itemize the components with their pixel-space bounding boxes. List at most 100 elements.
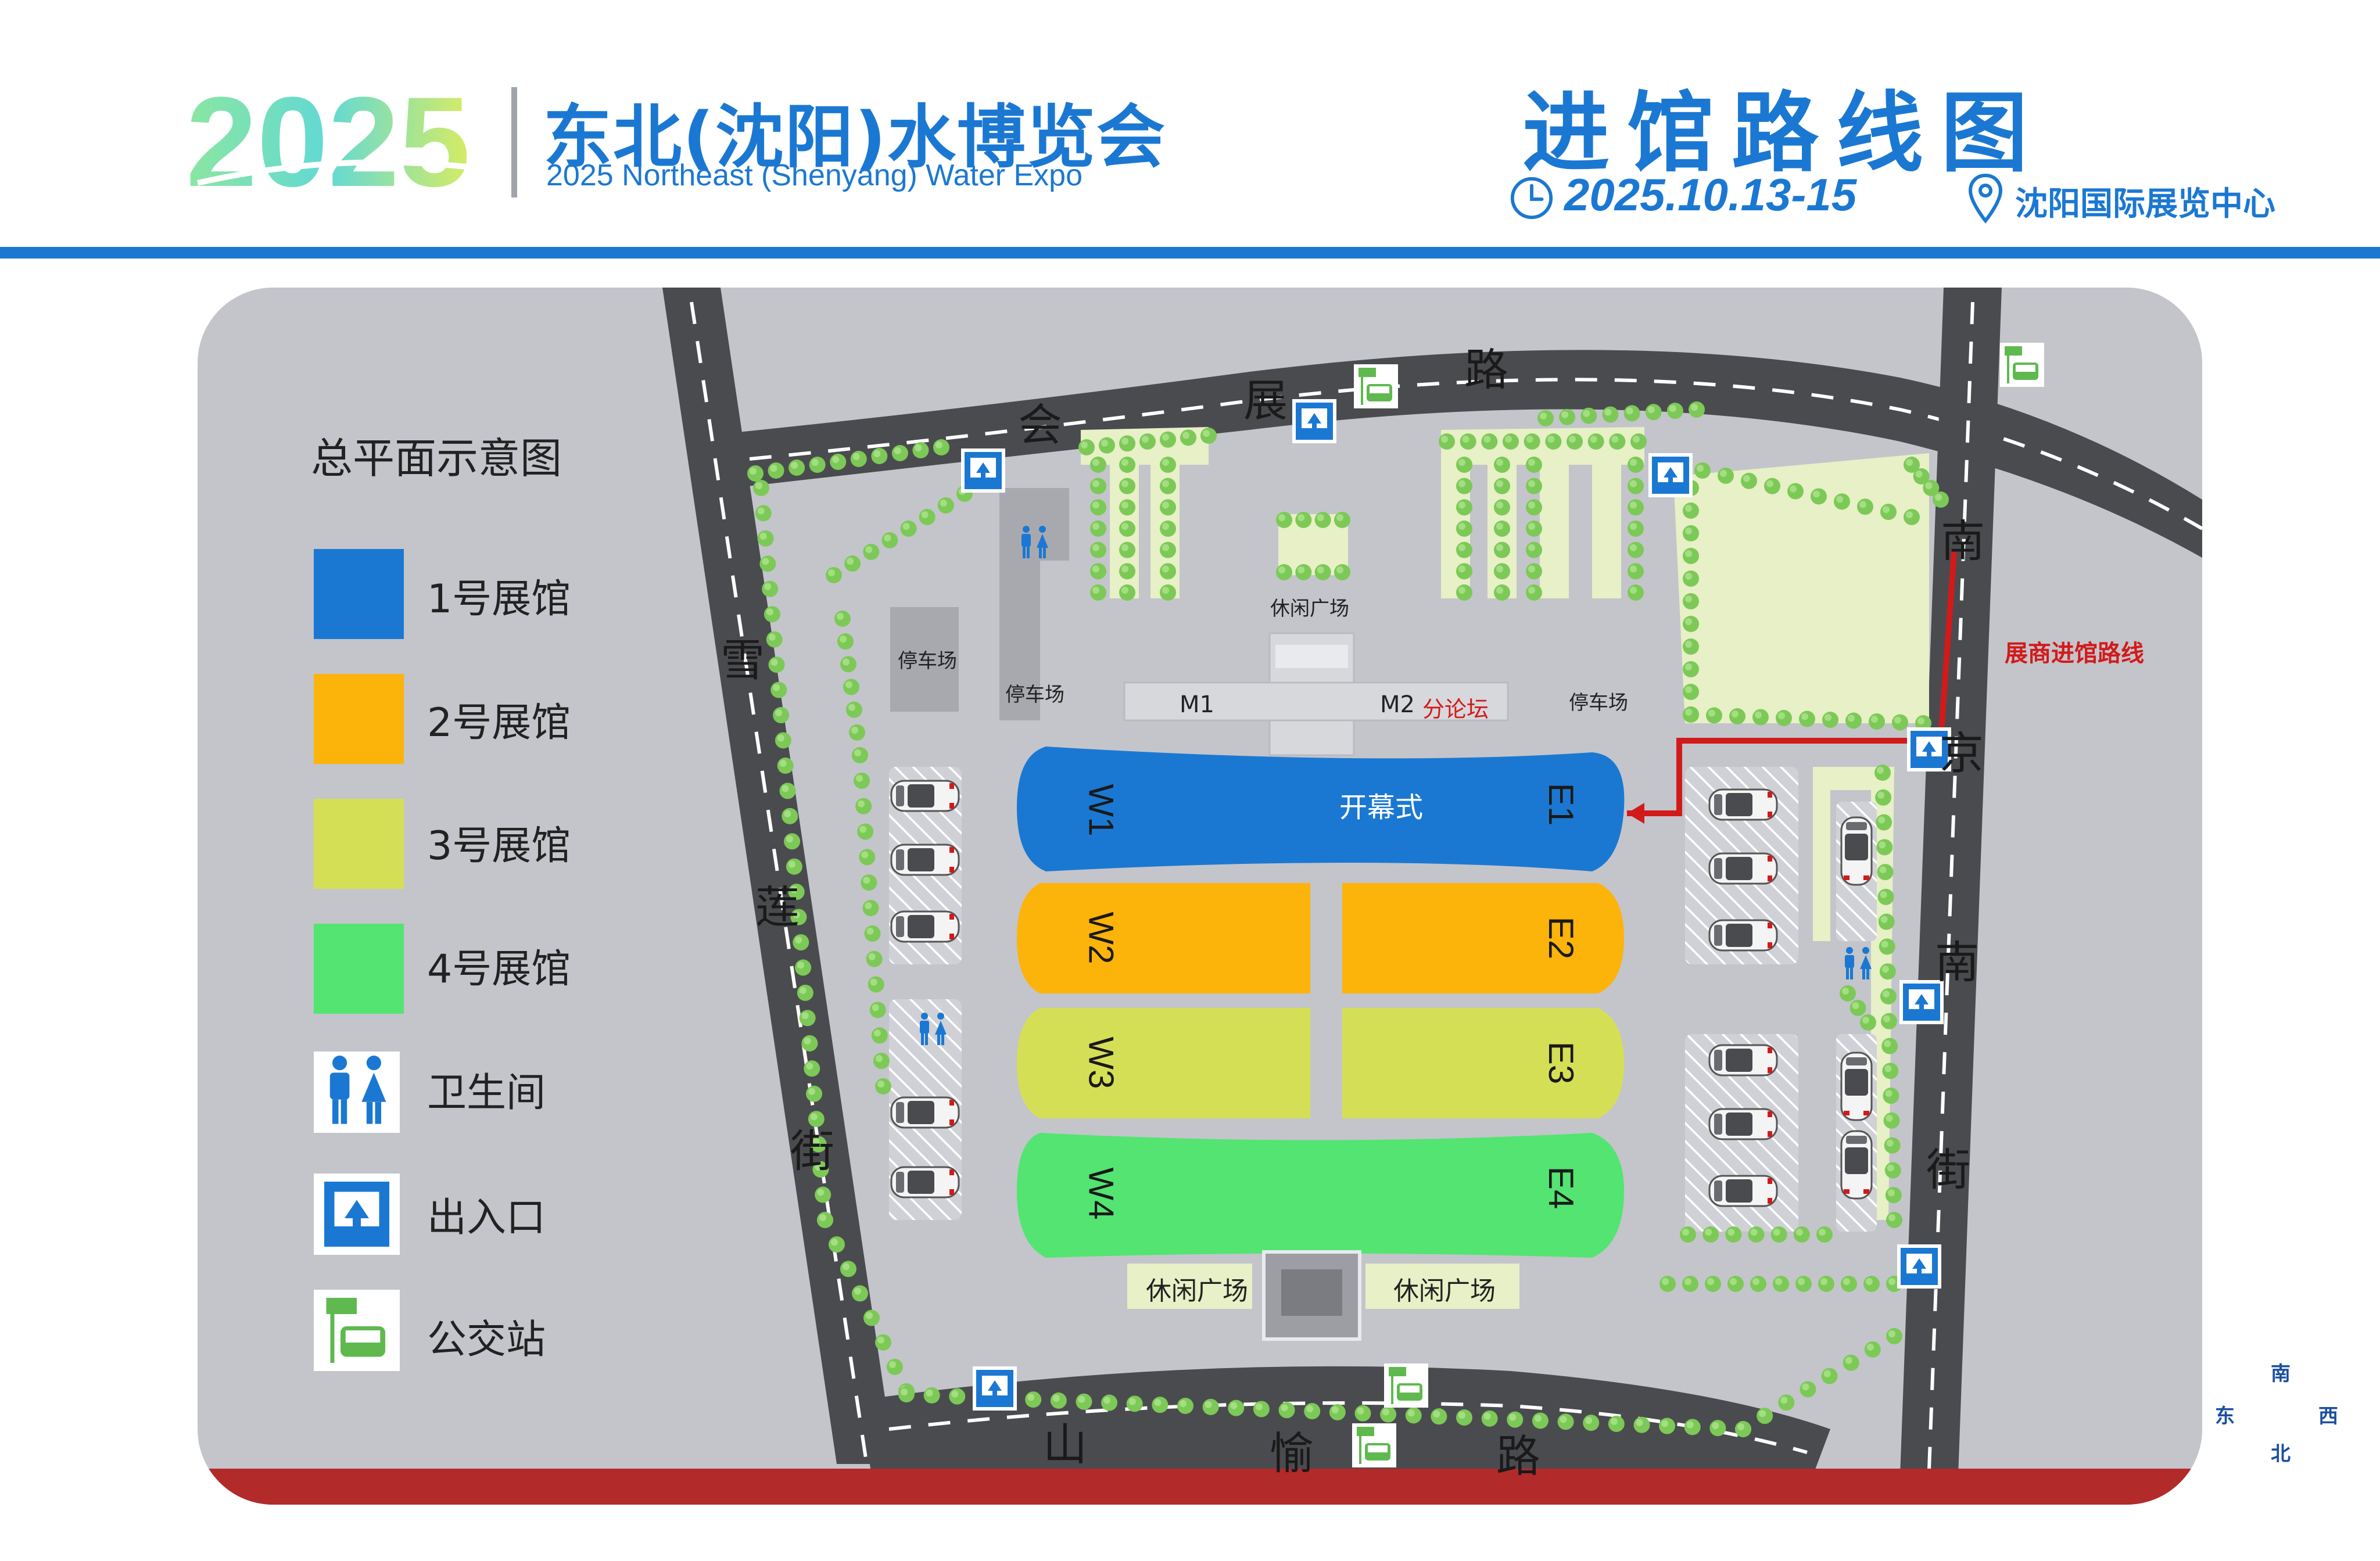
- bus-stop-icon[interactable]: [1354, 364, 1398, 408]
- tree: [1503, 433, 1519, 450]
- tree: [1628, 521, 1644, 537]
- south-road: [860, 1366, 1830, 1476]
- compass-south-label: 北: [2271, 1442, 2291, 1466]
- bus-stop-icon: [314, 1290, 400, 1371]
- legend-label-restroom: 卫生间: [427, 1070, 546, 1116]
- tree: [1683, 684, 1699, 700]
- exhibition-halls: [1017, 747, 1625, 1258]
- entrance-icon[interactable]: [973, 1366, 1017, 1411]
- tree: [850, 451, 867, 467]
- entrance-icon[interactable]: [961, 448, 1005, 493]
- leisure-plaza-se: [1365, 1264, 1519, 1309]
- tree: [887, 1358, 903, 1375]
- legend-swatch-hall-4: [314, 924, 404, 1014]
- tree: [1628, 541, 1644, 558]
- venue-name: 沈阳国际展览中心: [2015, 185, 2275, 223]
- tree: [779, 783, 796, 799]
- tree: [1683, 593, 1699, 609]
- tree: [900, 521, 917, 537]
- tree: [764, 606, 780, 623]
- street-label-north: 展: [1243, 375, 1288, 426]
- tree: [1878, 913, 1895, 930]
- tree: [881, 532, 898, 548]
- header-underline-bar: [0, 247, 2380, 259]
- tree: [1741, 472, 1757, 489]
- legend-label-bus-stop: 公交站: [427, 1317, 546, 1363]
- tree: [859, 849, 876, 866]
- tree: [1119, 541, 1135, 558]
- leisure-plaza-label: 休闲广场: [1146, 1276, 1248, 1306]
- bus-stop-icon[interactable]: [1352, 1423, 1396, 1467]
- bus-stop-icon[interactable]: [1384, 1363, 1428, 1408]
- tree: [1883, 1112, 1900, 1129]
- forum-label: 分论坛: [1422, 697, 1489, 722]
- tree: [1119, 435, 1135, 452]
- legend-swatch-hall-2: [314, 674, 404, 764]
- tree: [1139, 433, 1156, 450]
- exhibitor-route-line: [1627, 551, 1957, 816]
- street-label-south: 山: [1043, 1419, 1087, 1470]
- tree: [1456, 499, 1472, 516]
- hall-label-e3: E3: [1542, 1041, 1581, 1085]
- tree: [1494, 457, 1510, 473]
- tree: [1602, 406, 1619, 423]
- tree: [1314, 564, 1331, 580]
- tree: [1881, 1038, 1898, 1054]
- location-pin-icon: [1968, 173, 2003, 224]
- event-date: 2025.10.13-15: [1564, 169, 1857, 220]
- hall-2-east: [1342, 883, 1624, 993]
- tree: [1834, 493, 1850, 510]
- hall-3-west: [1017, 1008, 1310, 1118]
- tree: [1460, 433, 1476, 450]
- tree: [1587, 433, 1604, 450]
- tree: [1025, 1391, 1042, 1408]
- hall-4: [1017, 1133, 1624, 1258]
- tree: [1841, 1276, 1857, 1292]
- header-divider: [511, 87, 517, 198]
- tree: [844, 555, 861, 572]
- tree: [1880, 504, 1897, 521]
- tree: [1683, 661, 1699, 677]
- leisure-plaza-sw: [1127, 1264, 1252, 1309]
- tree: [912, 442, 929, 458]
- tree: [1623, 405, 1640, 422]
- tree: [1456, 478, 1472, 494]
- tree: [1822, 712, 1838, 728]
- tree: [1845, 712, 1862, 729]
- tree: [1456, 521, 1472, 537]
- tree: [775, 732, 791, 749]
- tree: [1876, 814, 1892, 831]
- site-plan-drawing: [198, 288, 2202, 1505]
- hall-1: [1017, 747, 1625, 871]
- tree: [1843, 1354, 1859, 1371]
- m-corridor: [1123, 681, 1509, 722]
- tree: [1680, 1226, 1696, 1243]
- tree: [1456, 584, 1472, 601]
- tree: [1160, 478, 1176, 494]
- tree: [1160, 457, 1176, 473]
- tree: [1090, 457, 1106, 473]
- tree: [1683, 503, 1699, 519]
- tree: [801, 1035, 818, 1052]
- tree: [1526, 541, 1542, 558]
- tree: [1885, 1187, 1902, 1204]
- expo-title-en: 2025 Northeast (Shenyang) Water Expo: [546, 159, 1083, 192]
- tree: [1886, 1212, 1902, 1228]
- tree: [1886, 1328, 1902, 1344]
- page-heading: 进馆路线图: [1522, 83, 2046, 184]
- tree: [1821, 1368, 1838, 1384]
- tree: [1090, 478, 1106, 494]
- bus-stop-icon[interactable]: [2000, 343, 2044, 387]
- tree: [770, 681, 787, 698]
- tree: [919, 509, 935, 525]
- hall-label-w3: W3: [1081, 1036, 1121, 1089]
- entrance-icon[interactable]: [1292, 399, 1336, 443]
- street-label-west: 街: [790, 1125, 834, 1177]
- entrance-icon[interactable]: [1897, 1244, 1941, 1289]
- tree: [788, 460, 805, 476]
- entrance-icon[interactable]: [1648, 453, 1693, 497]
- tree: [875, 1334, 891, 1351]
- tree: [1706, 707, 1722, 724]
- tree: [875, 1078, 891, 1095]
- leisure-plaza-label: 休闲广场: [1393, 1276, 1496, 1306]
